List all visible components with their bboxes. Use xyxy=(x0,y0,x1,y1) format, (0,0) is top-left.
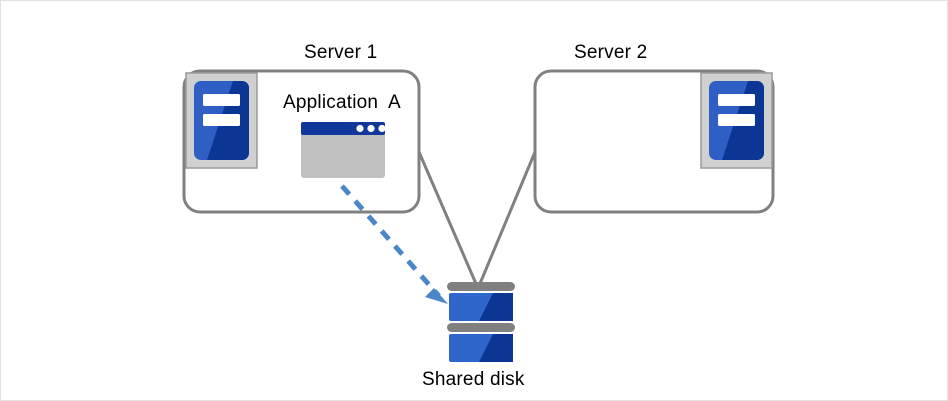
connector-application-a-to-disk xyxy=(340,184,448,304)
dashed-arrow-head xyxy=(425,288,448,304)
application-window-body xyxy=(301,122,385,178)
server-2-label: Server 2 xyxy=(574,42,648,63)
server-icon-2 xyxy=(700,72,773,169)
server-icon-1 xyxy=(185,72,258,169)
application-a-label: Application A xyxy=(283,92,401,113)
connector-server-1-to-disk xyxy=(417,150,479,288)
application-window-dot-1 xyxy=(356,124,364,133)
server-icon-2-bar-bottom xyxy=(718,114,755,126)
disk-platter-top-shade xyxy=(479,293,513,321)
server-icon-1-bar-top xyxy=(203,94,240,106)
application-window-titlebar xyxy=(301,122,385,135)
shared-disk-label: Shared disk xyxy=(422,369,525,390)
disk-band-top xyxy=(447,282,515,291)
server-1-label: Server 1 xyxy=(304,42,378,63)
server-icon-2-bar-top xyxy=(718,94,755,106)
server-icon-1-bar-bottom xyxy=(203,114,240,126)
dashed-arrow-line xyxy=(340,184,441,298)
application-window-dot-3 xyxy=(378,124,386,133)
connector-server-2-to-disk xyxy=(477,150,537,288)
disk-platter-bottom-shade xyxy=(479,334,513,362)
application-window-dot-2 xyxy=(367,124,375,133)
application-window-icon[interactable] xyxy=(301,122,386,178)
disk-band-bottom xyxy=(447,323,515,332)
disk-stack-icon[interactable] xyxy=(447,282,515,362)
